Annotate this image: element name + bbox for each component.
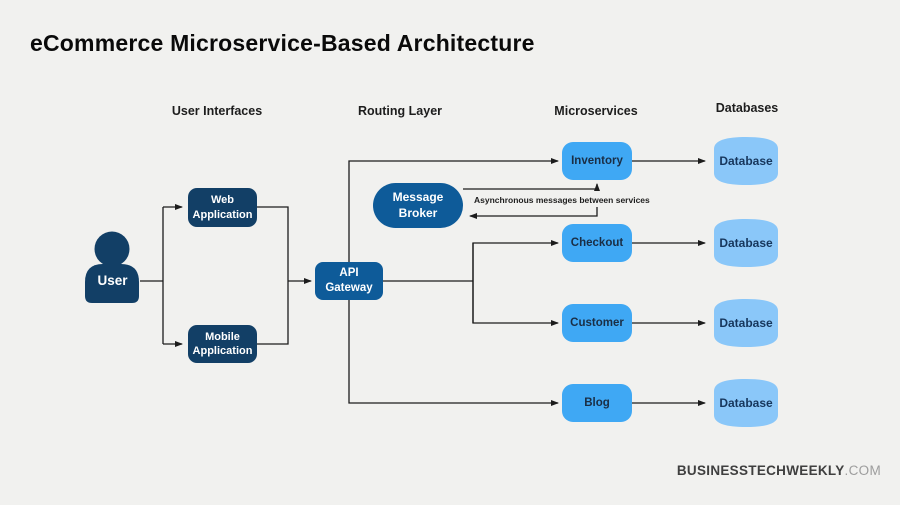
node-service-checkout: Checkout <box>562 224 632 262</box>
node-database-blog: Database <box>712 378 780 428</box>
node-database-inventory: Database <box>712 136 780 186</box>
async-annotation: Asynchronous messages between services <box>474 195 650 205</box>
database-cylinder-icon <box>714 379 778 427</box>
node-service-customer: Customer <box>562 304 632 342</box>
database-label: Database <box>719 316 773 330</box>
edge-gateway-to-blog <box>348 300 559 406</box>
database-label: Database <box>719 396 773 410</box>
node-web-application: Web Application <box>188 188 257 227</box>
node-message-broker: Message Broker <box>373 183 463 228</box>
page-title: eCommerce Microservice-Based Architectur… <box>30 30 535 56</box>
database-label: Database <box>719 236 773 250</box>
node-service-inventory: Inventory <box>562 142 632 180</box>
edge-broker-to-inventory <box>463 183 600 191</box>
node-mobile-application: Mobile Application <box>188 325 257 363</box>
database-cylinder-icon <box>714 219 778 267</box>
node-service-blog: Blog <box>562 384 632 422</box>
edge-to-broker <box>469 207 598 219</box>
watermark-tld: .COM <box>844 463 881 478</box>
column-header-databases: Databases <box>715 101 779 115</box>
edge-web-to-junction <box>257 206 289 281</box>
database-label: Database <box>719 154 773 168</box>
watermark-brand: BUSINESSTECHWEEKLY <box>676 463 845 478</box>
edge-to-checkout <box>472 240 559 323</box>
edge-gateway-to-inventory <box>348 158 559 262</box>
column-header-microservices: Microservices <box>554 104 638 118</box>
user-icon <box>85 231 139 303</box>
edge-mobile-to-junction <box>257 281 289 345</box>
database-cylinder-icon <box>714 299 778 347</box>
node-database-customer: Database <box>712 298 780 348</box>
column-header-routing-layer: Routing Layer <box>357 104 443 118</box>
node-api-gateway: API Gateway <box>315 262 383 300</box>
column-header-user-interfaces: User Interfaces <box>171 104 263 118</box>
database-cylinder-icon <box>714 137 778 185</box>
watermark: BUSINESSTECHWEEKLY.COM <box>677 463 881 478</box>
node-database-checkout: Database <box>712 218 780 268</box>
user-label: User <box>97 273 128 288</box>
edge-to-customer <box>472 243 559 326</box>
